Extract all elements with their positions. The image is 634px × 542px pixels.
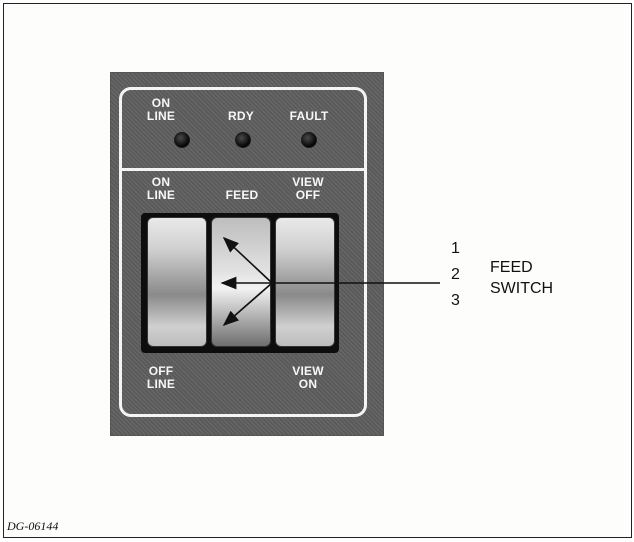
panel-bezel: [119, 87, 367, 417]
rdy-led-icon: [235, 132, 251, 148]
printer-control-panel: ON LINE RDY FAULT ON LINE FEED VIEW OFF …: [110, 72, 384, 436]
fault-led-icon: [301, 132, 317, 148]
figure-id: DG-06144: [7, 519, 59, 533]
feed-switch-label-line2: SWITCH: [490, 280, 554, 297]
position-2-label: 2: [451, 266, 460, 283]
switch-label-view-off: VIEW OFF: [292, 175, 324, 202]
switch-label-on-line: ON LINE: [146, 175, 176, 202]
view-rocker-switch[interactable]: [275, 217, 335, 347]
indicator-label-fault: FAULT: [289, 109, 329, 123]
position-1-arrow: [222, 236, 273, 284]
switch-label-view-on: VIEW ON: [292, 364, 324, 391]
indicator-label-on-line: ON LINE: [146, 96, 176, 123]
position-1-label: 1: [451, 240, 460, 257]
switch-label-feed: FEED: [225, 188, 259, 202]
on-line-rocker-switch[interactable]: [147, 217, 207, 347]
feed-switch-label-line1: FEED: [490, 259, 533, 276]
panel-divider: [122, 168, 364, 171]
position-3-arrow: [222, 282, 273, 327]
position-3-label: 3: [451, 292, 460, 309]
indicator-label-rdy: RDY: [228, 109, 254, 123]
switch-label-off-line: OFF LINE: [146, 364, 176, 391]
on-line-led-icon: [174, 132, 190, 148]
